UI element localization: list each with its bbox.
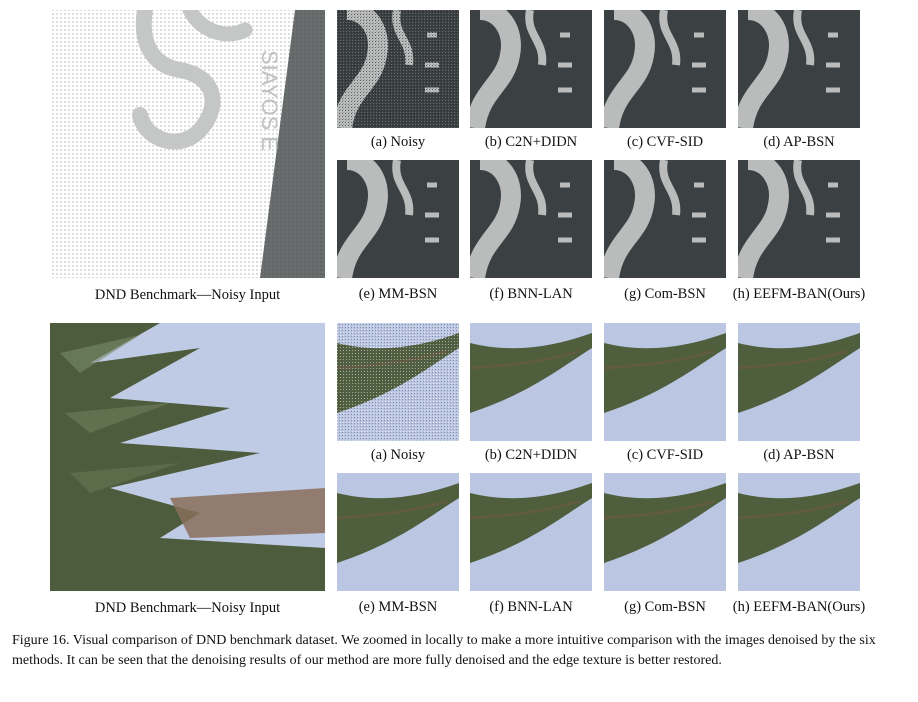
row2-crop-label-6: (g) Com-BSN bbox=[624, 599, 706, 615]
figure-caption: Figure 16. Visual comparison of DND benc… bbox=[12, 633, 876, 668]
row2-crop-label-3: (d) AP-BSN bbox=[763, 447, 835, 463]
row2-crop-label-1: (b) C2N+DIDN bbox=[484, 447, 578, 463]
row1-crop-label-4: (e) MM-BSN bbox=[358, 286, 438, 302]
row2-crop-label-4: (e) MM-BSN bbox=[358, 599, 438, 615]
row1-crop-label-1: (b) C2N+DIDN bbox=[484, 134, 578, 150]
row2-input-figure bbox=[50, 323, 325, 591]
row1-crop-4 bbox=[337, 160, 459, 278]
row1-crop-5 bbox=[470, 160, 592, 278]
row2-crop-label-5: (f) BNN-LAN bbox=[489, 599, 573, 615]
logo-text: SIAYOS E bbox=[257, 50, 282, 151]
row2-crop-4 bbox=[337, 473, 459, 591]
row1-crop-label-2: (c) CVF-SID bbox=[626, 134, 704, 150]
row1-crop-6 bbox=[604, 160, 726, 278]
row2-crop-1 bbox=[470, 323, 592, 441]
row1-input-image: SIAYOS E bbox=[50, 10, 325, 278]
row2-crop-label-2: (c) CVF-SID bbox=[626, 447, 704, 463]
row1-crop-label-7: (h) EEFM-BAN(Ours) bbox=[732, 286, 866, 302]
row2-crop-2 bbox=[604, 323, 726, 441]
row1-crop-3 bbox=[738, 10, 860, 128]
row2-crop-5 bbox=[470, 473, 592, 591]
row1-crop-label-3: (d) AP-BSN bbox=[763, 134, 835, 150]
row2-crop-3 bbox=[738, 323, 860, 441]
row1-crop-1 bbox=[470, 10, 592, 128]
row1-crop-0 bbox=[337, 10, 459, 128]
row1-input-label: DND Benchmark—Noisy Input bbox=[94, 287, 281, 303]
row2-crop-6 bbox=[604, 473, 726, 591]
row2-input-image bbox=[50, 323, 325, 591]
row2-crop-7 bbox=[738, 473, 860, 591]
row1-crop-2 bbox=[604, 10, 726, 128]
row1-crop-label-6: (g) Com-BSN bbox=[624, 286, 706, 302]
row1-crop-7 bbox=[738, 160, 860, 278]
row2-crop-0 bbox=[337, 323, 459, 441]
row2-crop-label-7: (h) EEFM-BAN(Ours) bbox=[732, 599, 866, 615]
row1-crop-label-5: (f) BNN-LAN bbox=[489, 286, 573, 302]
row2-input-label: DND Benchmark—Noisy Input bbox=[94, 600, 281, 616]
row1-crop-label-0: (a) Noisy bbox=[370, 134, 426, 150]
row2-crop-label-0: (a) Noisy bbox=[370, 447, 426, 463]
row1-input-figure: SIAYOS E bbox=[132, 10, 325, 278]
